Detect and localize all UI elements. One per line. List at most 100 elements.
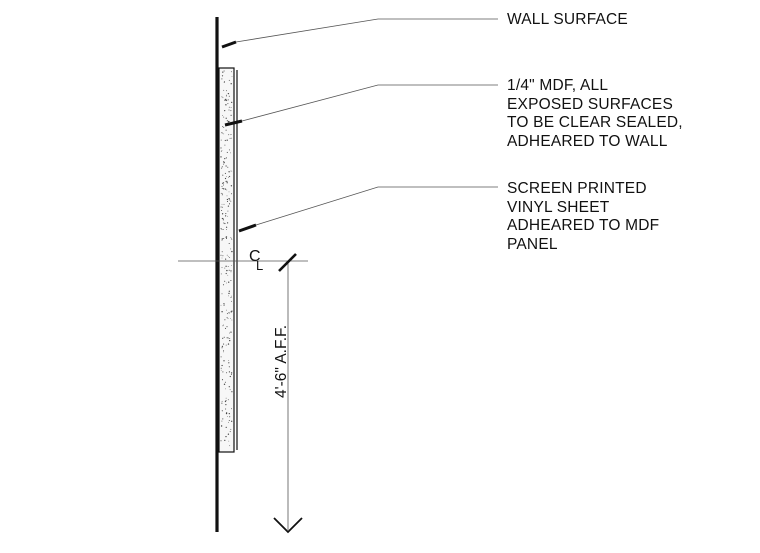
stipple-dot [225,95,227,97]
stipple-dot [220,156,222,158]
stipple-dot [223,161,225,163]
stipple-dot [228,295,229,297]
stipple-dot [222,71,224,73]
stipple-dot [223,184,224,186]
stipple-dot [223,203,225,205]
stipple-dot [220,228,222,230]
stipple-dot [221,187,223,189]
stipple-dot [225,180,227,183]
stipple-dot [221,132,223,134]
stipple-dot [230,237,231,239]
stipple-dot [230,133,232,135]
stipple-dot [222,284,225,286]
stipple-dot [221,185,223,187]
stipple-dot [226,326,228,328]
stipple-dot [225,344,227,346]
stipple-dot [225,129,227,131]
stipple-dot [231,76,233,77]
stipple-dot [228,360,230,361]
stipple-dot [221,194,223,196]
stipple-dot [226,372,228,374]
stipple-dot [227,103,229,105]
stipple-dot [222,182,225,184]
stipple-dot [231,295,232,297]
stipple-dot [228,371,230,373]
stipple-dot [220,369,222,371]
stipple-dot [224,188,227,190]
stipple-dot [226,269,228,272]
stipple-dot [222,126,224,128]
stipple-dot [228,203,230,205]
stipple-dot [225,117,227,119]
stipple-dot [228,419,230,422]
stipple-dot [228,413,230,415]
stipple-dot [220,356,222,358]
stipple-dot [228,198,230,200]
stipple-dot [228,362,230,364]
stipple-dot [229,416,231,418]
stipple-dot [229,121,231,123]
stipple-dot [221,364,223,367]
stipple-dot [225,213,227,215]
stipple-dot [223,188,225,190]
stipple-dot [225,404,227,406]
stipple-dot [221,182,224,184]
stipple-dot [220,367,222,369]
note-mdf: 1/4" MDF, ALL EXPOSED SURFACES TO BE CLE… [507,77,683,151]
stipple-dot [223,89,225,91]
stipple-dot [221,213,224,215]
stipple-dot [229,338,231,339]
stipple-dot [225,265,227,267]
stipple-dot [227,399,229,401]
dimension-tick [278,253,297,272]
stipple-dot [227,433,230,435]
stipple-dot [225,237,227,239]
stipple-dot [227,99,229,101]
stipple-dot [229,445,231,447]
stipple-dot [230,170,232,172]
stipple-dot [224,177,227,180]
stipple-dot [228,95,230,97]
stipple-dot [223,81,225,83]
stipple-dot [231,391,233,393]
stipple-dot [226,229,227,230]
stipple-dot [226,337,228,339]
stipple-dot [229,375,231,378]
stipple-dot [221,257,223,259]
stipple-dot [227,336,229,338]
stipple-dot [223,343,225,345]
stipple-dot [226,139,228,141]
stipple-dot [224,144,226,146]
stipple-dot [222,371,224,373]
stipple-dot [221,203,223,205]
stipple-dot [225,90,227,92]
stipple-dot [230,270,232,272]
stipple-dot [231,237,233,239]
note-line: WALL SURFACE [507,11,628,28]
stipple-dot [229,137,231,139]
stipple-dot [221,115,223,116]
stipple-dot [225,94,227,96]
stipple-dot [221,239,223,241]
stipple-dot [221,217,224,220]
stipple-dot [230,200,232,202]
stipple-dot [230,114,232,116]
centerline-l: L [256,258,263,273]
stipple-dot [226,313,228,315]
stipple-dot [221,311,223,313]
stipple-dot [220,147,222,149]
stipple-dot [225,258,227,260]
stipple-dot [231,265,232,266]
stipple-dot [220,206,222,208]
stipple-dot [224,400,226,403]
stipple-dot [225,408,227,410]
stipple-dot [224,319,226,321]
stipple-dot [228,256,230,258]
stipple-dot [224,327,227,329]
stipple-dot [222,228,224,231]
stipple-dot [226,120,228,122]
stipple-dot [226,176,227,178]
stipple-dot [228,386,230,388]
stipple-dot [227,274,229,276]
